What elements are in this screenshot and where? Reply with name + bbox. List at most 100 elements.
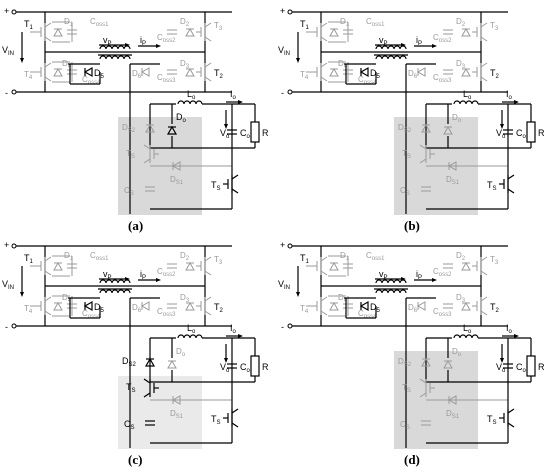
vp-arrow xyxy=(99,43,130,47)
cap-cs xyxy=(145,186,155,192)
vo-arrow xyxy=(224,110,228,129)
switch-t3 xyxy=(196,256,212,276)
diode-d4 xyxy=(329,67,339,77)
diode-d4 xyxy=(53,301,63,311)
diode-d3 xyxy=(185,67,195,77)
ts-label: TS xyxy=(487,180,497,192)
vin-label: VIN xyxy=(278,279,290,291)
ts-label: TS xyxy=(211,414,221,426)
diode-d5 xyxy=(83,300,93,312)
d3-label: D3 xyxy=(456,59,466,70)
t3-label: T3 xyxy=(214,255,223,266)
coss2-label: Coss2 xyxy=(433,267,452,278)
io-label: Io xyxy=(506,323,513,335)
vp-arrow xyxy=(375,277,406,281)
lo-label: Lo xyxy=(187,89,196,101)
vp-arrow xyxy=(375,43,406,47)
diode-d1 xyxy=(329,261,339,271)
vin-label: VIN xyxy=(2,279,14,291)
io-arrow xyxy=(226,100,243,104)
t2-label: T2 xyxy=(490,302,500,314)
switch-t4 xyxy=(36,62,52,82)
switch-t4 xyxy=(312,62,328,82)
diode-d2 xyxy=(461,261,471,271)
d3-label: D3 xyxy=(180,59,190,70)
d5-label: D5 xyxy=(94,68,105,80)
t4-label: T4 xyxy=(24,70,33,81)
vo-label: Vo xyxy=(220,362,230,374)
diode-do xyxy=(167,359,177,369)
coss1-label: Coss1 xyxy=(90,251,109,262)
r-label: R xyxy=(262,128,269,138)
resistor-r xyxy=(250,355,260,377)
panel-a: +-VINT1T4D1D4Coss1Coss4T3T2D2D3Coss2Coss… xyxy=(2,6,269,233)
ip-label: iP xyxy=(416,269,422,281)
io-label: Io xyxy=(230,323,237,335)
d5-label: D5 xyxy=(370,302,381,314)
t1-label: T1 xyxy=(300,19,310,31)
cap-cs xyxy=(421,186,431,192)
vo-label: Vo xyxy=(220,128,230,140)
vp-arrow xyxy=(99,277,130,281)
diode-ds2 xyxy=(145,123,155,133)
cap-coss2 xyxy=(443,263,453,269)
diode-d2 xyxy=(185,261,195,271)
switch-t2 xyxy=(472,296,488,316)
cap-co xyxy=(503,363,513,369)
input-plus-sign: + xyxy=(280,240,285,250)
input-minus-sign: - xyxy=(281,88,284,98)
diode-d1 xyxy=(329,27,339,37)
t2-label: T2 xyxy=(214,68,224,80)
d2-label: D2 xyxy=(180,17,190,28)
switch-t2 xyxy=(472,62,488,82)
lo-label: Lo xyxy=(187,323,196,335)
panel-d: +-VINT1T4D1D4Coss1Coss4T3T2D2D3Coss2Coss… xyxy=(278,240,545,467)
cap-coss3 xyxy=(443,303,453,309)
resistor-r xyxy=(526,121,536,143)
r-label: R xyxy=(538,128,545,138)
input-plus-sign: + xyxy=(4,6,9,16)
vin-arrow xyxy=(296,32,300,63)
vo-label: Vo xyxy=(496,128,506,140)
t3-label: T3 xyxy=(214,21,223,32)
diode-ds2 xyxy=(421,123,431,133)
transformer-primary xyxy=(375,279,407,284)
switch-t1 xyxy=(312,256,328,276)
coss3-label: Coss3 xyxy=(433,73,452,84)
input-minus-sign: - xyxy=(5,322,8,332)
cap-coss2 xyxy=(443,29,453,35)
coss2-label: Coss2 xyxy=(157,267,176,278)
vp-label: vP xyxy=(103,269,112,281)
vo-arrow xyxy=(224,344,228,363)
transformer-secondary xyxy=(375,55,407,60)
input-minus-sign: - xyxy=(5,88,8,98)
coss2-label: Coss2 xyxy=(157,33,176,44)
co-label: Co xyxy=(240,362,251,374)
diode-d6 xyxy=(140,301,150,311)
t4-label: T4 xyxy=(24,304,33,315)
diode-d1 xyxy=(53,27,63,37)
cap-coss3 xyxy=(167,69,177,75)
diode-d6 xyxy=(416,67,426,77)
do-label: Do xyxy=(176,347,186,358)
ip-arrow xyxy=(138,44,161,48)
ip-label: iP xyxy=(140,35,146,47)
switch-ts-aux xyxy=(419,144,435,164)
d6-label: D6 xyxy=(132,303,142,314)
diode-ds2 xyxy=(421,357,431,367)
switch-t1 xyxy=(36,256,52,276)
coss4-label: Coss4 xyxy=(82,75,101,86)
input-plus-sign: + xyxy=(4,240,9,250)
switch-t1 xyxy=(312,22,328,42)
transformer-secondary xyxy=(99,289,131,294)
d6-label: D6 xyxy=(408,69,418,80)
cap-coss3 xyxy=(167,303,177,309)
cs-label: CS xyxy=(124,186,134,197)
switch-t2 xyxy=(196,296,212,316)
input-terminal-plus xyxy=(287,9,293,15)
diode-do xyxy=(443,125,453,135)
vin-label: VIN xyxy=(278,45,290,57)
diode-d5 xyxy=(83,66,93,78)
input-terminal-minus xyxy=(11,89,17,95)
inductor-lo xyxy=(177,100,203,105)
